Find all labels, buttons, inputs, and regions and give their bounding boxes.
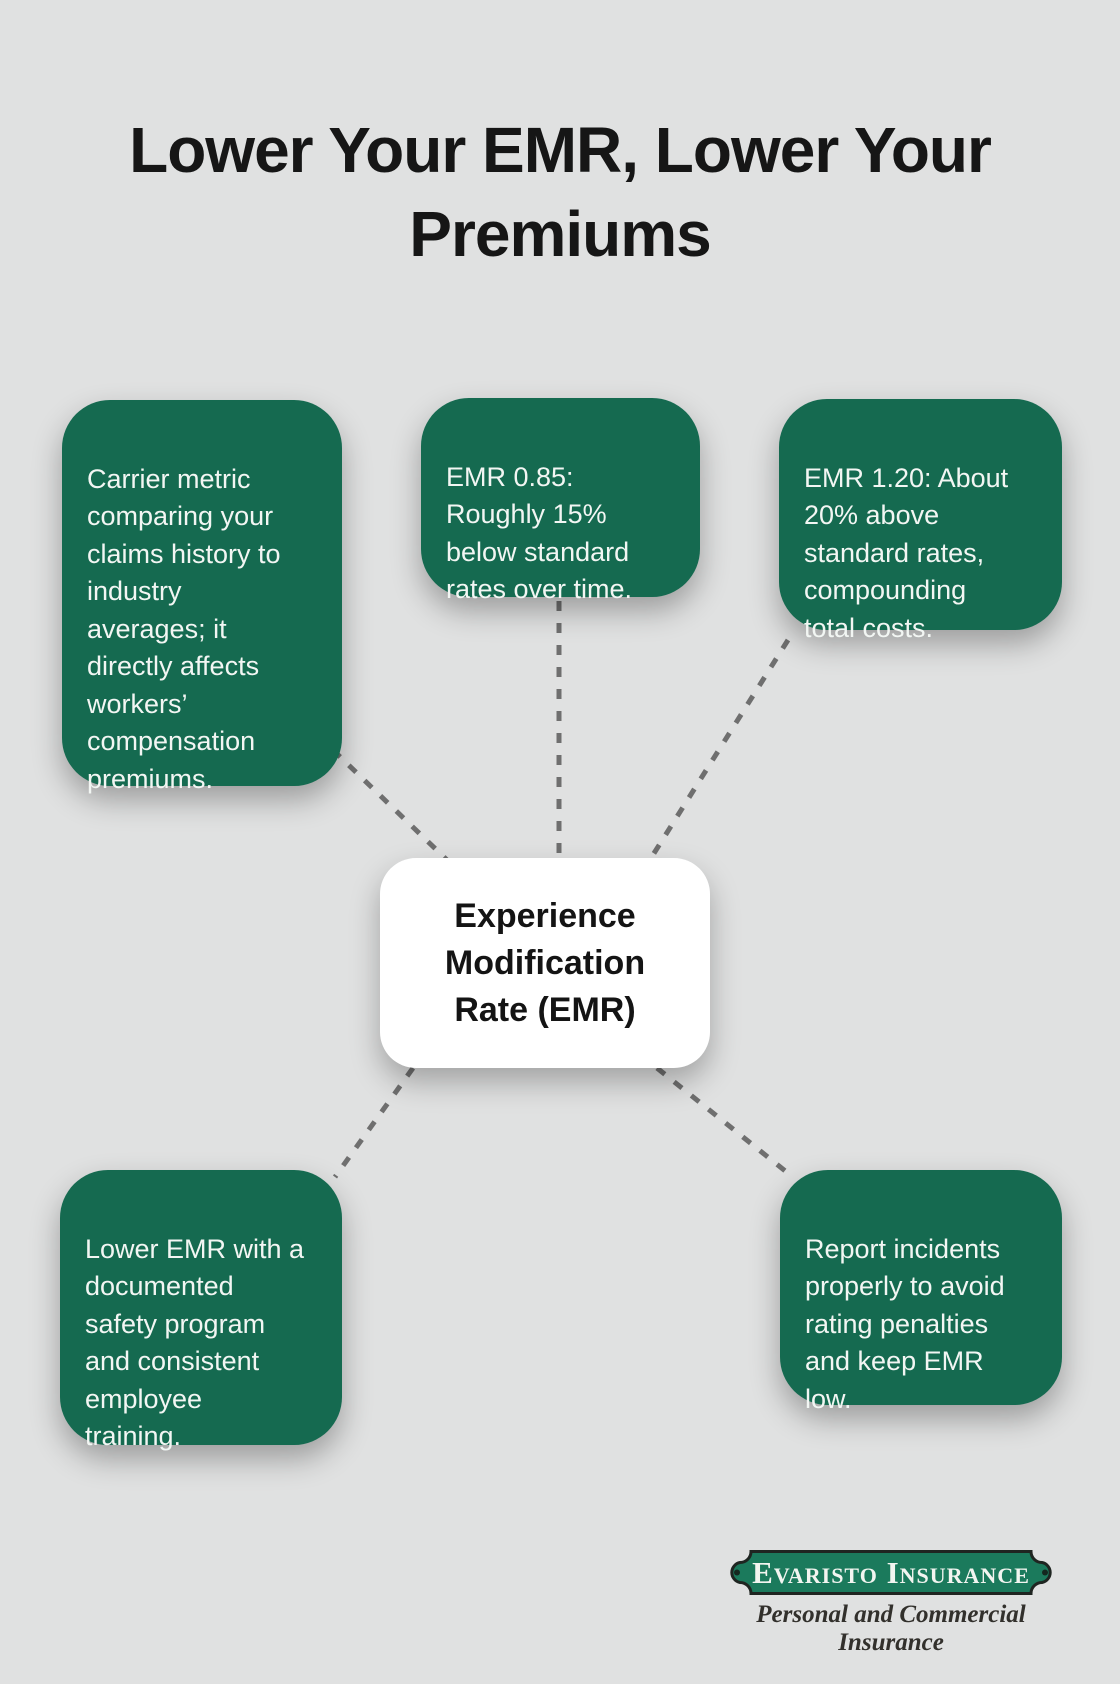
- incident-reporting-box: Report incidents properly to avoid ratin…: [780, 1170, 1062, 1414]
- logo-left-dot: [734, 1569, 740, 1576]
- emr-high-example-text: EMR 1.20: About 20% above standard rates…: [804, 462, 1009, 643]
- emr-low-example-text: EMR 0.85: Roughly 15% below standard rat…: [446, 461, 633, 605]
- emr-center-label: Experience Modification Rate (EMR): [444, 896, 646, 1029]
- emr-center-node: Experience Modification Rate (EMR): [380, 858, 710, 1068]
- connector-line-bottom-right: [655, 1066, 791, 1176]
- safety-program-box: Lower EMR with a documented safety progr…: [60, 1170, 342, 1451]
- emr-definition-box: Carrier metric comparing your claims his…: [62, 400, 342, 794]
- emr-low-example-box: EMR 0.85: Roughly 15% below standard rat…: [421, 398, 700, 604]
- connector-line-top-left: [331, 748, 449, 862]
- connector-line-top-right: [648, 638, 791, 860]
- page-title: Lower Your EMR, Lower Your Premiums: [129, 114, 992, 270]
- logo-company-name: Evaristo Insurance: [752, 1555, 1030, 1590]
- logo-tagline: Personal and Commercial Insurance: [756, 1601, 1026, 1656]
- emr-high-example-box: EMR 1.20: About 20% above standard rates…: [779, 399, 1062, 643]
- logo-right-dot: [1042, 1569, 1048, 1576]
- evaristo-insurance-logo: Evaristo Insurance: [725, 1548, 1057, 1598]
- connector-line-bottom-left: [332, 1066, 416, 1179]
- incident-reporting-text: Report incidents properly to avoid ratin…: [805, 1233, 1005, 1414]
- logo-plaque-icon: [730, 1550, 1052, 1595]
- safety-program-text: Lower EMR with a documented safety progr…: [85, 1233, 305, 1452]
- emr-definition-text: Carrier metric comparing your claims his…: [87, 463, 281, 794]
